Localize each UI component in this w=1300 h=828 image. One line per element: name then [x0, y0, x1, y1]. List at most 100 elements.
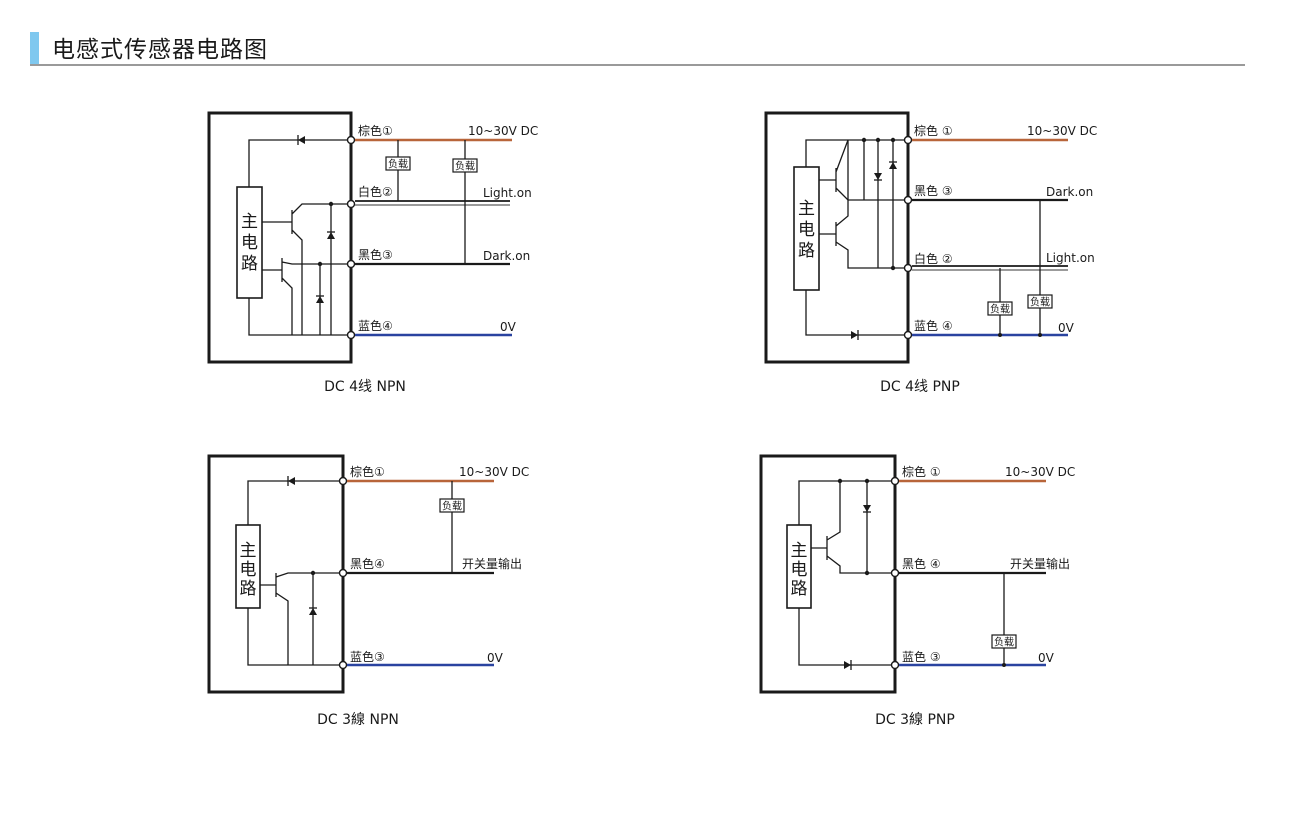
output-label: Dark.on [483, 249, 530, 263]
internal-wire [248, 139, 351, 187]
junction-dot [861, 137, 867, 143]
internal-wire [805, 290, 908, 336]
core-char: 主 [798, 199, 815, 219]
junction-dot [1002, 663, 1006, 667]
load-box [385, 156, 411, 171]
junction-dot [1038, 333, 1042, 337]
junction-dot [864, 570, 870, 576]
diode-symbol [316, 296, 324, 303]
junction-dot [890, 265, 896, 271]
terminal [890, 476, 900, 486]
terminal [346, 135, 356, 145]
load-box [1027, 294, 1053, 309]
terminal [903, 263, 913, 273]
diode-symbol [844, 661, 851, 669]
diagram-caption: DC 3線 PNP [875, 712, 955, 728]
supply-label: 10~30V DC [459, 465, 529, 479]
junction-dot [837, 478, 843, 484]
junction-dot [328, 201, 334, 207]
junction-dot [864, 478, 870, 484]
sensor-housing [207, 111, 353, 364]
diagram-npn-4wire: 主 电 路 负载 负载 [207, 111, 538, 395]
npn-transistor [260, 572, 343, 665]
wire-label: 棕色 ① [902, 464, 941, 479]
main-circuit-block [236, 186, 263, 299]
terminal [903, 195, 913, 205]
wire-label: 黑色④ [350, 557, 385, 571]
load-label: 负载 [455, 160, 475, 173]
diode-symbol [298, 136, 305, 144]
output-label: 开关量输出 [1010, 556, 1070, 571]
zero-label: 0V [500, 320, 517, 334]
wire-label: 白色 ② [914, 251, 953, 266]
core-char: 电 [798, 220, 815, 240]
terminal [903, 330, 913, 340]
internal-wire [805, 139, 908, 167]
npn-transistor [262, 203, 351, 335]
core-char: 电 [240, 560, 257, 580]
load-label: 负载 [1030, 296, 1050, 309]
load-box [991, 634, 1017, 649]
core-char: 路 [798, 241, 815, 261]
core-char: 路 [240, 579, 257, 599]
terminal [346, 330, 356, 340]
junction-dot [998, 333, 1002, 337]
diode-symbol [889, 162, 897, 169]
load-box [439, 498, 465, 513]
internal-wire [247, 608, 343, 666]
terminal [338, 476, 348, 486]
diode-symbol [851, 331, 858, 339]
wire-label: 黑色 ③ [914, 184, 953, 198]
diode-symbol [309, 608, 317, 615]
core-char: 主 [241, 212, 258, 232]
load-box [987, 301, 1013, 316]
diagram-caption: DC 4线 PNP [880, 379, 960, 395]
internal-wire [247, 480, 343, 525]
zero-label: 0V [1058, 321, 1075, 335]
main-circuit-block [786, 524, 812, 609]
header-accent-bar [30, 32, 39, 64]
output-label: Light.on [483, 186, 532, 200]
internal-wire [798, 608, 895, 666]
diode-symbol [874, 173, 882, 180]
terminal [338, 660, 348, 670]
wire-label: 白色② [358, 184, 393, 199]
wire-label: 蓝色④ [358, 319, 393, 333]
terminal [890, 568, 900, 578]
core-char: 主 [791, 541, 808, 561]
wire-label: 蓝色 ③ [902, 650, 941, 664]
junction-dot [310, 570, 316, 576]
load-label: 负载 [388, 158, 408, 171]
diagram-npn-3wire: 主 电 路 负载 棕色① 黑色④ 蓝色③ 10~30V DC 开关量输出 0V … [207, 454, 529, 728]
core-char: 路 [241, 254, 258, 274]
core-char: 电 [791, 560, 808, 580]
sensor-housing [764, 111, 910, 364]
load-label: 负载 [990, 303, 1010, 316]
junction-dot [875, 137, 881, 143]
output-label: Dark.on [1046, 185, 1093, 199]
diode-symbol [288, 477, 295, 485]
core-char: 路 [791, 579, 808, 599]
terminal [346, 259, 356, 269]
npn-transistor [262, 258, 351, 335]
supply-label: 10~30V DC [468, 124, 538, 138]
supply-label: 10~30V DC [1027, 124, 1097, 138]
wire-label: 棕色 ① [914, 123, 953, 138]
diode-symbol [327, 232, 335, 239]
wire-label: 黑色③ [358, 248, 393, 262]
core-char: 电 [241, 233, 258, 253]
output-label: 开关量输出 [462, 556, 522, 571]
output-label: Light.on [1046, 251, 1095, 265]
terminal [903, 135, 913, 145]
junction-dot [890, 137, 896, 143]
junction-dot [317, 261, 323, 267]
page-title: 电感式传感器电路图 [52, 37, 268, 63]
terminal [338, 568, 348, 578]
terminal [890, 660, 900, 670]
diagram-pnp-3wire: 主 电 路 负载 棕色 ① 黑色 ④ 蓝色 ③ 10~30V DC 开关量输出 … [759, 454, 1075, 728]
load-label: 负载 [994, 636, 1014, 649]
diagram-caption: DC 4线 NPN [324, 379, 406, 395]
sensor-housing [759, 454, 897, 694]
pnp-transistor [819, 139, 908, 201]
diode-symbol [863, 505, 871, 512]
